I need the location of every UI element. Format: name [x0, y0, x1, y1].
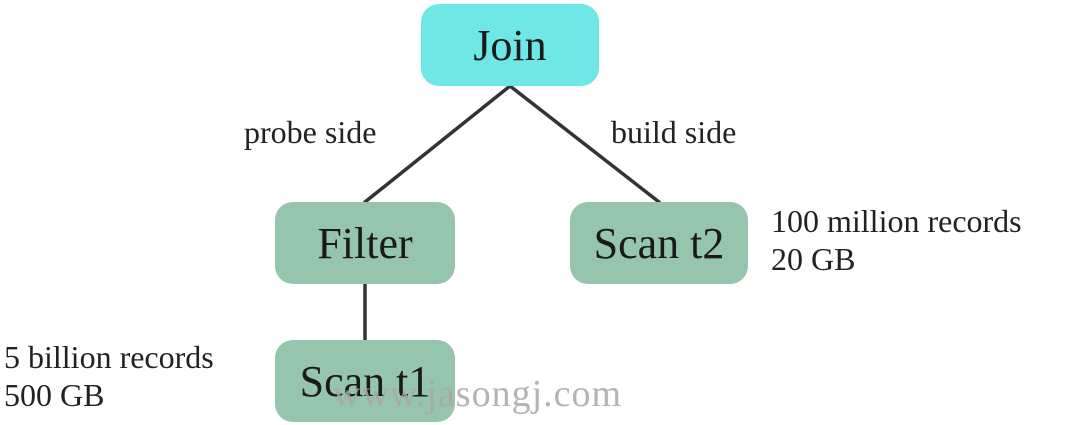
probe-side-label: probe side: [244, 114, 377, 150]
scan-t1-node: Scan t1: [275, 340, 455, 422]
scan-t1-annotation: 5 billion records 500 GB: [4, 338, 214, 414]
scan-t2-annotation: 100 million records 20 GB: [771, 202, 1022, 278]
edge-join-filter: [363, 84, 512, 204]
watermark: www.jasongj.com: [333, 373, 623, 415]
join-node: Join: [421, 4, 599, 86]
scan-t2-node: Scan t2: [570, 202, 748, 284]
scan-t2-size: 20 GB: [771, 241, 856, 277]
filter-node: Filter: [275, 202, 455, 284]
scan-t1-records: 5 billion records: [4, 339, 214, 375]
scan-t2-records: 100 million records: [771, 203, 1022, 239]
build-side-label: build side: [611, 114, 737, 150]
edge-join-scan2: [508, 84, 661, 204]
scan-t1-size: 500 GB: [4, 377, 105, 413]
